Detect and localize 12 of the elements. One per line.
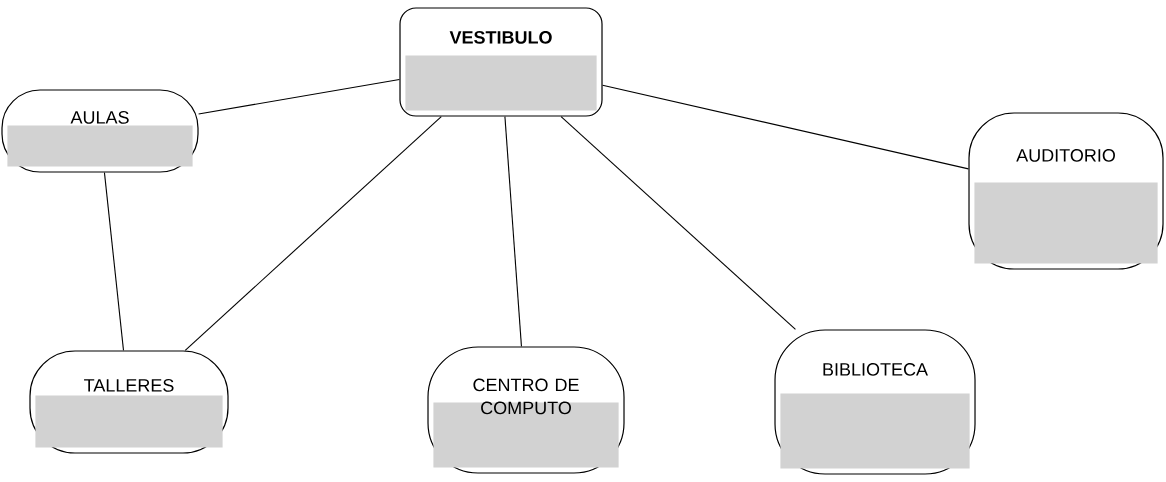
room-box: TALLERES [29,350,229,454]
room-box: AULAS [1,89,199,173]
connector-line [198,78,400,115]
room-box: BIBLIOTECA [774,329,976,475]
hall-box: VESTIBULO [399,7,603,117]
connector-line [602,84,969,170]
connector-line [560,116,796,330]
connector-line [184,116,442,351]
connector-line [504,116,522,347]
room-box: CENTRO DE COMPUTO [427,346,625,474]
connector-line [103,172,125,351]
room-box: AUDITORIO [968,112,1164,270]
